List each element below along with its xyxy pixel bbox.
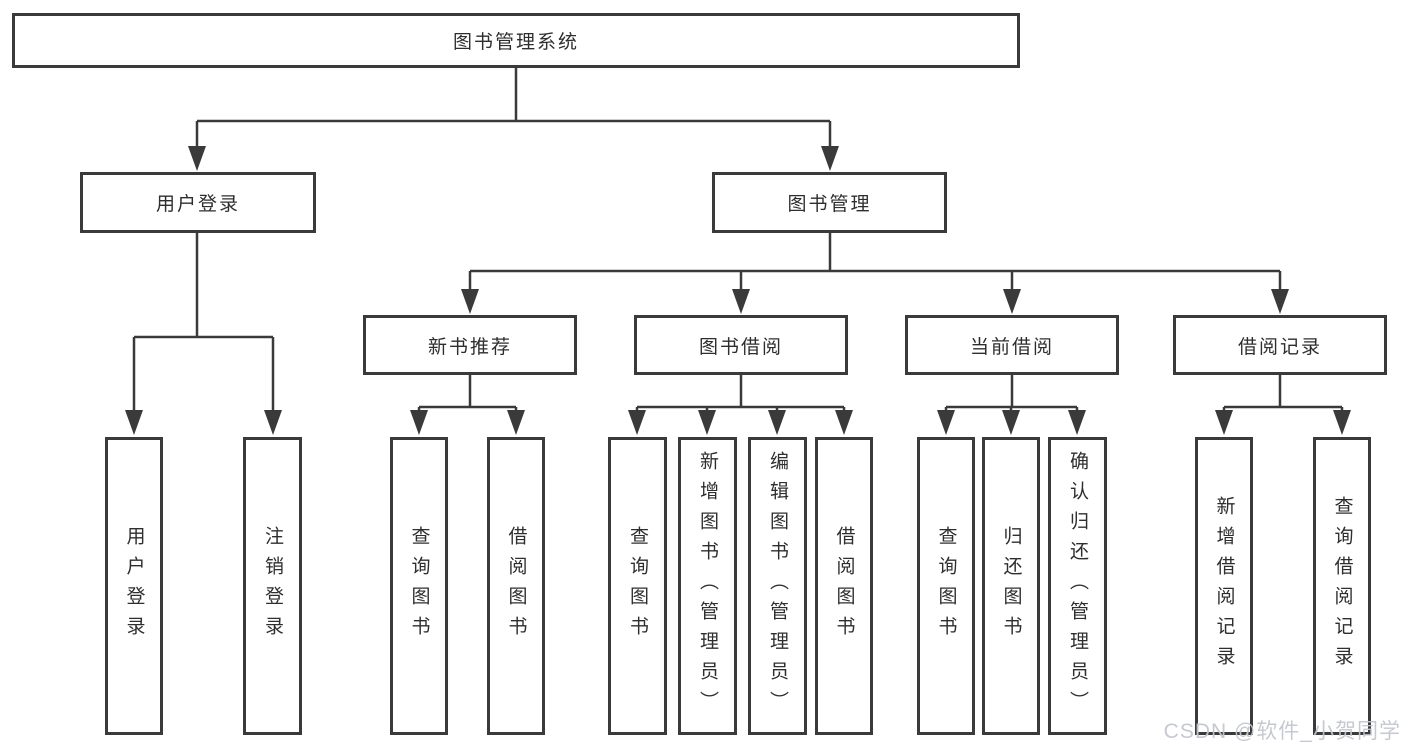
node-book-borrowing-label: 图书借阅	[698, 336, 783, 358]
arrowheads-new-book-recommendation	[410, 410, 525, 435]
arrowheads-borrowing-records	[1215, 410, 1351, 435]
node-root-system: 图书管理系统	[12, 13, 1020, 68]
node-leaf-query-books-recommend-label: 查询图书	[408, 526, 430, 646]
node-leaf-add-borrow-record: 新增借阅记录	[1195, 437, 1253, 735]
node-leaf-query-books-current-label: 查询图书	[935, 526, 957, 646]
connector-new-book-recommendation-to-leaves	[417, 375, 518, 412]
csdn-watermark: CSDN @软件_小贺同学	[1163, 720, 1401, 743]
node-leaf-add-book-admin: 新增图书（管理员）	[678, 437, 737, 735]
arrowheads-level2	[188, 146, 839, 171]
node-user-login-branch-label: 用户登录	[155, 194, 240, 215]
node-book-borrowing: 图书借阅	[634, 315, 848, 375]
node-book-management: 图书管理	[712, 172, 947, 233]
node-leaf-query-books-recommend: 查询图书	[390, 437, 448, 735]
node-leaf-query-books-borrow: 查询图书	[608, 437, 667, 735]
node-leaf-edit-book-admin-label: 编辑图书（管理员）	[767, 451, 788, 721]
node-new-book-recommendation: 新书推荐	[363, 315, 577, 375]
arrowheads-current-borrowing	[937, 410, 1086, 435]
node-book-management-label: 图书管理	[787, 194, 872, 215]
arrowheads-book-borrowing	[628, 410, 853, 435]
connector-borrowing-records-to-leaves	[1222, 375, 1344, 412]
node-leaf-confirm-return-admin-label: 确认归还（管理员）	[1067, 451, 1088, 721]
node-leaf-query-borrow-record-label: 查询借阅记录	[1331, 496, 1353, 676]
connector-book-borrowing-to-leaves	[635, 375, 846, 412]
node-leaf-query-books-borrow-label: 查询图书	[627, 526, 648, 646]
node-leaf-confirm-return-admin: 确认归还（管理员）	[1048, 437, 1107, 735]
node-current-borrowing-label: 当前借阅	[969, 336, 1054, 358]
node-leaf-add-book-admin-label: 新增图书（管理员）	[697, 451, 718, 721]
node-leaf-add-borrow-record-label: 新增借阅记录	[1213, 496, 1235, 676]
node-leaf-logout: 注销登录	[243, 437, 302, 735]
node-leaf-borrow-books: 借阅图书	[815, 437, 873, 735]
node-leaf-borrow-books-recommend: 借阅图书	[487, 437, 545, 735]
node-root-system-label: 图书管理系统	[452, 32, 579, 53]
node-leaf-user-login: 用户登录	[105, 437, 163, 735]
arrowheads-user-login-leaves	[125, 410, 282, 435]
node-current-borrowing: 当前借阅	[905, 315, 1119, 375]
node-leaf-edit-book-admin: 编辑图书（管理员）	[748, 437, 807, 735]
node-leaf-query-books-current: 查询图书	[917, 437, 975, 735]
connector-root-to-level2	[195, 68, 832, 150]
node-borrowing-records-label: 借阅记录	[1237, 336, 1322, 358]
node-leaf-borrow-books-label: 借阅图书	[833, 526, 855, 646]
node-leaf-query-borrow-record: 查询借阅记录	[1313, 437, 1371, 735]
node-new-book-recommendation-label: 新书推荐	[427, 336, 512, 358]
node-leaf-logout-label: 注销登录	[262, 526, 283, 646]
node-leaf-return-books: 归还图书	[982, 437, 1040, 735]
connector-book-management-to-level3	[468, 233, 1282, 292]
node-user-login-branch: 用户登录	[80, 172, 316, 233]
connector-current-borrowing-to-leaves	[944, 375, 1079, 412]
arrowheads-level3	[461, 289, 1289, 314]
node-leaf-user-login-label: 用户登录	[123, 526, 145, 646]
connector-user-login-to-leaves	[132, 233, 275, 412]
node-borrowing-records: 借阅记录	[1173, 315, 1387, 375]
node-leaf-return-books-label: 归还图书	[1000, 526, 1022, 646]
node-leaf-borrow-books-recommend-label: 借阅图书	[505, 526, 527, 646]
